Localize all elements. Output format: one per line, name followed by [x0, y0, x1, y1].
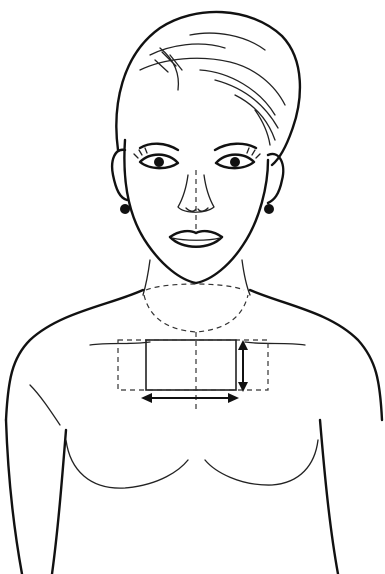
face	[112, 140, 283, 283]
right-eyebrow	[215, 144, 256, 150]
right-torso-side	[320, 420, 338, 574]
measurement-region	[118, 332, 268, 412]
left-arm	[6, 420, 22, 574]
left-torso-side	[52, 430, 66, 574]
left-breast	[66, 440, 188, 488]
inner-rectangle	[146, 340, 236, 390]
width-arrowhead-left	[141, 393, 152, 403]
neck-dashed-collar	[146, 284, 244, 290]
right-breast	[205, 440, 318, 485]
neck-dashed-base	[144, 295, 248, 332]
hair	[116, 12, 300, 165]
neck	[143, 260, 250, 332]
torso	[6, 290, 382, 574]
width-arrowhead-right	[228, 393, 239, 403]
right-earring	[264, 204, 274, 214]
mouth	[170, 231, 222, 247]
left-shoulder	[6, 290, 143, 420]
right-shoulder	[250, 290, 382, 420]
right-eye	[216, 148, 260, 168]
left-earring	[120, 204, 130, 214]
height-arrowhead-top	[238, 340, 248, 350]
left-eye	[134, 148, 178, 168]
